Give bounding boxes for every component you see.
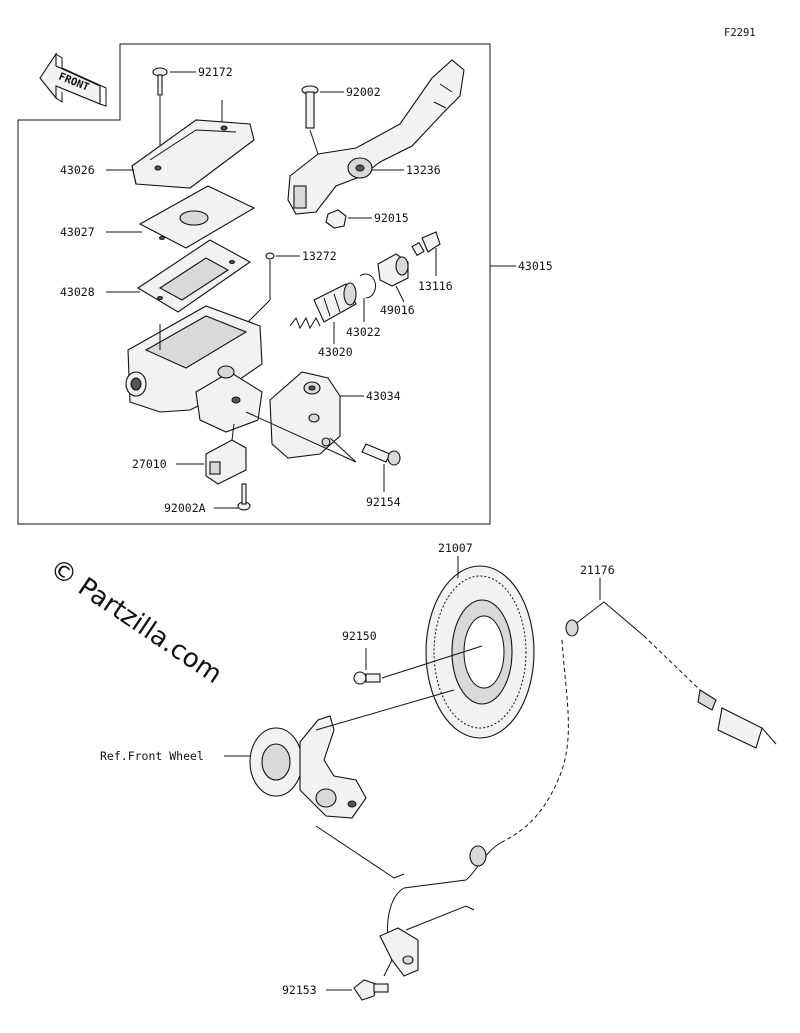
label-43015: 43015 bbox=[518, 259, 553, 273]
label-43034: 43034 bbox=[366, 389, 401, 403]
label-92172: 92172 bbox=[198, 65, 233, 79]
sensor-bracket bbox=[379, 927, 419, 977]
circlip-43022 bbox=[359, 273, 376, 299]
label-21176: 21176 bbox=[580, 563, 615, 577]
boot-49016 bbox=[377, 253, 409, 287]
label-49016: 49016 bbox=[380, 303, 415, 317]
master-cylinder-body bbox=[125, 305, 263, 433]
diaphragm-43028 bbox=[136, 239, 252, 313]
nut-92015 bbox=[325, 209, 347, 229]
plate-43027 bbox=[138, 185, 256, 249]
abs-rotor-21007 bbox=[425, 565, 535, 739]
bolt-92154 bbox=[361, 443, 401, 466]
label-43028: 43028 bbox=[60, 285, 95, 299]
clamp-holder-43034 bbox=[269, 371, 341, 459]
screw-92172 bbox=[152, 67, 168, 96]
label-13236: 13236 bbox=[406, 163, 441, 177]
label-43020: 43020 bbox=[318, 345, 353, 359]
label-21007: 21007 bbox=[438, 541, 473, 555]
front-arrow-icon: FRONT bbox=[39, 52, 107, 107]
figure-code: F2291 bbox=[724, 27, 756, 39]
label-27010: 27010 bbox=[132, 457, 167, 471]
bolt-92150 bbox=[353, 671, 381, 685]
partzilla-watermark: © Partzilla.com bbox=[44, 553, 227, 690]
pushrod-13116 bbox=[411, 231, 441, 257]
label-92002: 92002 bbox=[346, 85, 381, 99]
label-92153: 92153 bbox=[282, 983, 317, 997]
brake-lever-13236 bbox=[287, 59, 465, 215]
label-43026: 43026 bbox=[60, 163, 95, 177]
label-92002a: 92002A bbox=[164, 501, 206, 515]
sensor-lead-21176 bbox=[565, 601, 777, 749]
label-13272: 13272 bbox=[302, 249, 337, 263]
front-wheel-hub bbox=[249, 715, 367, 819]
label-13116: 13116 bbox=[418, 279, 453, 293]
reservoir-cap-43026 bbox=[131, 119, 255, 189]
piston-kit-43020 bbox=[289, 282, 357, 330]
clip-13272 bbox=[265, 252, 275, 260]
screw-92002a bbox=[237, 483, 251, 511]
label-43027: 43027 bbox=[60, 225, 95, 239]
brake-switch-27010 bbox=[205, 423, 247, 485]
bolt-92002 bbox=[301, 85, 319, 129]
label-92150: 92150 bbox=[342, 629, 377, 643]
label-ref-front-wheel: Ref.Front Wheel bbox=[100, 749, 204, 763]
sensor-cable-route bbox=[501, 639, 569, 843]
label-92154: 92154 bbox=[366, 495, 401, 509]
label-43022: 43022 bbox=[346, 325, 381, 339]
label-92015: 92015 bbox=[374, 211, 409, 225]
bolt-92153 bbox=[353, 979, 389, 1001]
master-cylinder-frame bbox=[17, 43, 491, 525]
